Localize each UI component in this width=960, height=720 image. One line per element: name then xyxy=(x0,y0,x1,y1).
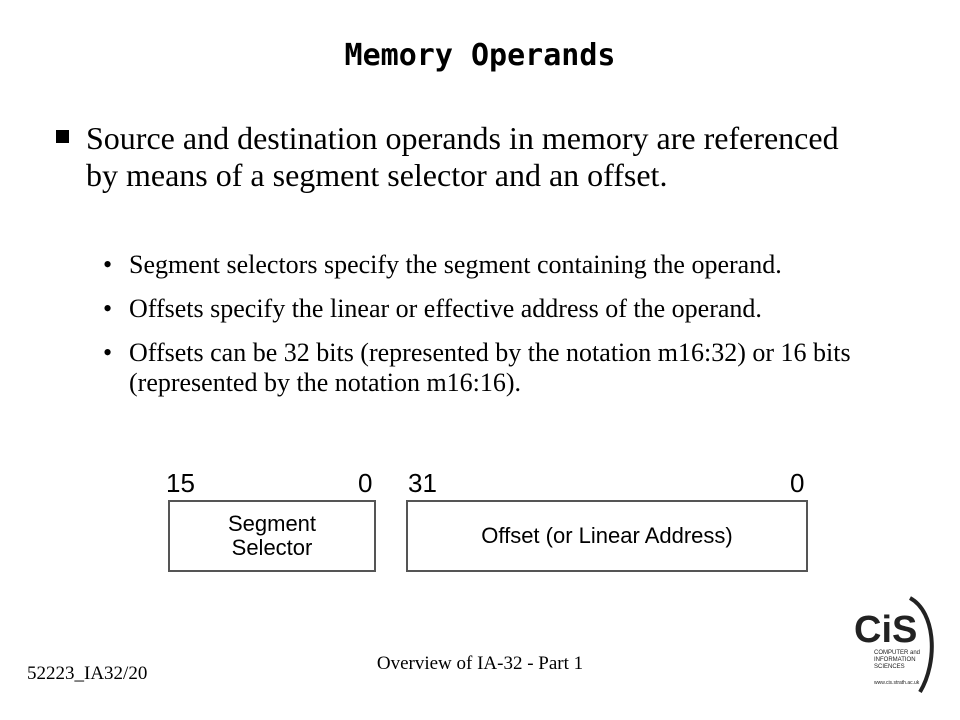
selector-high-bit: 15 xyxy=(166,468,195,498)
sub-bullet: • Offsets specify the linear or effectiv… xyxy=(103,294,923,324)
logo-line: COMPUTER and xyxy=(874,650,920,656)
main-bullet-text: Source and destination operands in memor… xyxy=(86,120,839,193)
pointer-format-diagram: 15 0 31 0 Segment Selector Offset (or Li… xyxy=(160,468,820,578)
sub-bullet: • Offsets can be 32 bits (represented by… xyxy=(103,338,923,398)
bullet-dot-icon: • xyxy=(103,294,113,323)
main-bullet: Source and destination operands in memor… xyxy=(56,120,856,194)
logo-url: www.cis.strath.ac.uk xyxy=(874,680,920,686)
sub-bullet: • Segment selectors specify the segment … xyxy=(103,250,923,280)
cis-logo-icon: CiS COMPUTER and INFORMATION SCIENCES ww… xyxy=(854,596,934,694)
sub-bullet-list: • Segment selectors specify the segment … xyxy=(103,250,923,412)
sub-bullet-text: Segment selectors specify the segment co… xyxy=(129,250,782,279)
sub-bullet-text: Offsets specify the linear or effective … xyxy=(129,294,762,323)
slide-number: 52223_IA32/20 xyxy=(27,663,148,684)
sub-bullet-text: Offsets can be 32 bits (represented by t… xyxy=(129,338,851,397)
bullet-dot-icon: • xyxy=(103,250,113,279)
selector-low-bit: 0 xyxy=(358,468,373,498)
offset-high-bit: 31 xyxy=(408,468,437,498)
logo-line: INFORMATION xyxy=(874,657,916,663)
slide-title: Memory Operands xyxy=(344,38,616,73)
logo-line: SCIENCES xyxy=(874,664,905,670)
segment-selector-field: Segment Selector xyxy=(168,500,376,572)
footer-title: Overview of IA-32 - Part 1 xyxy=(376,653,584,674)
offset-field: Offset (or Linear Address) xyxy=(406,500,808,572)
bullet-dot-icon: • xyxy=(103,338,113,367)
offset-low-bit: 0 xyxy=(790,468,805,498)
cis-wordmark: CiS xyxy=(854,609,917,651)
square-bullet-icon xyxy=(56,130,69,143)
